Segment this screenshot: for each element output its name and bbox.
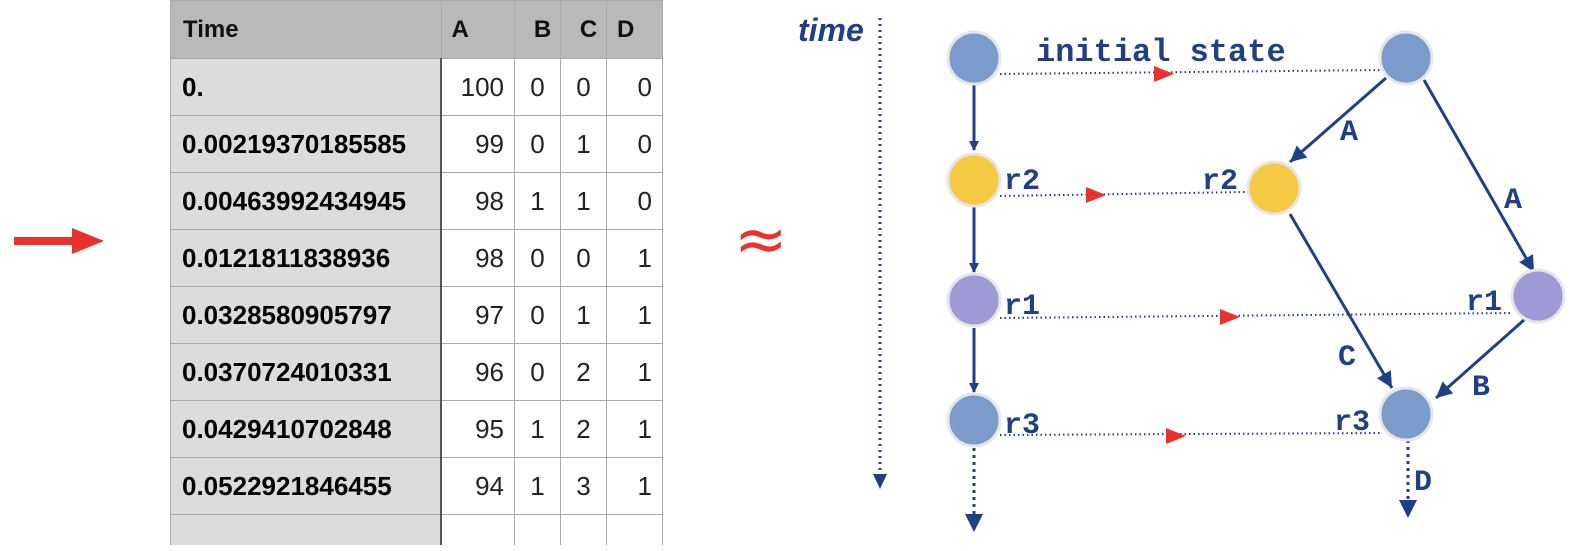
d-cell: 1 [606, 457, 663, 515]
time-cell: 0.0429410702848 [170, 400, 442, 458]
red-arrowhead-icon [1166, 428, 1186, 444]
edge-label-b: B [1472, 371, 1490, 405]
left-r3-node [946, 392, 1002, 448]
edge-b [1435, 318, 1525, 400]
edge-d-arrowhead-icon [1399, 500, 1417, 518]
left-r1-node [946, 272, 1002, 328]
a-cell: 98 [440, 229, 515, 287]
table-row: 0.0370724010331 96 0 2 1 [170, 343, 663, 401]
d-cell: 1 [606, 286, 663, 344]
right-r1-node [1510, 268, 1566, 324]
dotted-link-r3 [999, 432, 1381, 436]
time-cell: 0.00463992434945 [170, 172, 442, 230]
table-row: 0.0522921846455 94 1 3 1 [170, 457, 663, 515]
column-header-c: C [560, 0, 607, 59]
a-cell [440, 514, 515, 545]
a-cell: 94 [440, 457, 515, 515]
d-cell: 1 [606, 400, 663, 458]
right-r3-label: r3 [1334, 406, 1370, 440]
left-r2-label: r2 [1004, 165, 1040, 199]
time-axis-arrowhead-icon [873, 474, 887, 489]
edge-a-to-r2 [1289, 76, 1387, 164]
b-cell: 0 [514, 229, 561, 287]
table-row: 0.0429410702848 95 1 2 1 [170, 400, 663, 458]
red-arrowhead-icon [1086, 187, 1106, 203]
a-cell: 96 [440, 343, 515, 401]
initial-state-label: initial state [1036, 34, 1286, 71]
dotted-link-r2 [999, 191, 1247, 197]
left-initial-node [946, 30, 1002, 86]
red-arrowhead-icon [1220, 309, 1240, 325]
c-cell: 3 [560, 457, 607, 515]
c-cell: 0 [560, 58, 607, 116]
b-cell: 1 [514, 400, 561, 458]
d-cell: 1 [606, 229, 663, 287]
time-cell: 0.0121811838936 [170, 229, 442, 287]
red-arrow-icon [14, 228, 104, 254]
left-r1-label: r1 [1004, 290, 1040, 324]
edge-label-a1: A [1340, 116, 1358, 150]
a-cell: 95 [440, 400, 515, 458]
d-cell: 0 [606, 115, 663, 173]
time-cell: 0.0328580905797 [170, 286, 442, 344]
edge-label-d: D [1414, 466, 1432, 500]
dotted-link-initial [999, 69, 1383, 75]
table-row: 0.00463992434945 98 1 1 0 [170, 172, 663, 230]
c-cell [560, 514, 607, 545]
time-cell: 0.00219370185585 [170, 115, 442, 173]
b-cell: 0 [514, 343, 561, 401]
right-initial-node [1378, 30, 1434, 86]
time-cell: 0.0370724010331 [170, 343, 442, 401]
left-exit-arrowhead-icon [965, 514, 983, 532]
a-cell: 98 [440, 172, 515, 230]
right-r3-node [1378, 386, 1434, 442]
right-r2-label: r2 [1202, 165, 1238, 199]
right-r2-node [1246, 160, 1302, 216]
a-cell: 100 [440, 58, 515, 116]
time-label: time [798, 12, 864, 48]
approx-symbol: ≈ [734, 203, 788, 277]
d-cell: 0 [606, 172, 663, 230]
c-cell: 2 [560, 400, 607, 458]
a-cell: 99 [440, 115, 515, 173]
right-r1-label: r1 [1466, 286, 1502, 320]
table-row: 0. 100 0 0 0 [170, 58, 663, 116]
left-r2-node [946, 152, 1002, 208]
edge-a-to-r1 [1422, 79, 1536, 273]
a-cell: 97 [440, 286, 515, 344]
time-cell: 0. [170, 58, 442, 116]
dotted-link-r1 [999, 312, 1513, 319]
c-cell: 1 [560, 115, 607, 173]
column-header-a: A [440, 0, 515, 59]
b-cell: 0 [514, 286, 561, 344]
red-arrowhead-icon [1154, 66, 1174, 82]
b-cell: 1 [514, 172, 561, 230]
left-r3-label: r3 [1004, 409, 1040, 443]
table-row: 0.00219370185585 99 0 1 0 [170, 115, 663, 173]
d-cell: 1 [606, 343, 663, 401]
simulation-table: Time A B C D 0. 100 0 0 0 0.002193701855… [170, 0, 663, 545]
table-row: 0.0328580905797 97 0 1 1 [170, 286, 663, 344]
d-cell [606, 514, 663, 545]
column-header-d: D [606, 0, 663, 59]
edge-c [1288, 213, 1394, 389]
time-cell [170, 514, 442, 545]
c-cell: 2 [560, 343, 607, 401]
time-cell: 0.0522921846455 [170, 457, 442, 515]
table-row-partial [170, 514, 663, 545]
edge-label-a2: A [1504, 184, 1522, 218]
b-cell: 1 [514, 457, 561, 515]
edge-label-c: C [1338, 341, 1356, 375]
